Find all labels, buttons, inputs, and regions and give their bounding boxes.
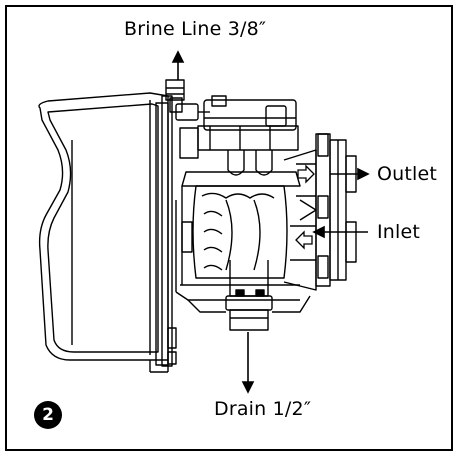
mounting-plate <box>155 95 173 367</box>
port-housing <box>283 133 357 291</box>
outlet-label: Outlet <box>377 163 438 185</box>
housing-body <box>38 92 169 373</box>
outlet-flow-arrow-icon <box>297 164 315 184</box>
brine-line-label: Brine Line 3/8″ <box>124 18 267 40</box>
inlet-label: Inlet <box>377 221 421 243</box>
drain-assembly <box>187 260 311 331</box>
brine-line-arrow-icon <box>171 50 185 80</box>
outlet-arrow-icon <box>330 167 370 181</box>
top-manifold <box>179 95 299 176</box>
figure-frame <box>5 5 453 451</box>
step-number-badge: 2 <box>34 401 62 429</box>
drain-label: Drain 1/2″ <box>214 398 312 420</box>
drain-arrow-icon <box>241 332 255 394</box>
inlet-flow-arrow-icon <box>295 230 313 250</box>
inlet-arrow-icon <box>312 225 368 239</box>
plate-fittings <box>167 221 193 365</box>
valve-body <box>175 171 301 301</box>
